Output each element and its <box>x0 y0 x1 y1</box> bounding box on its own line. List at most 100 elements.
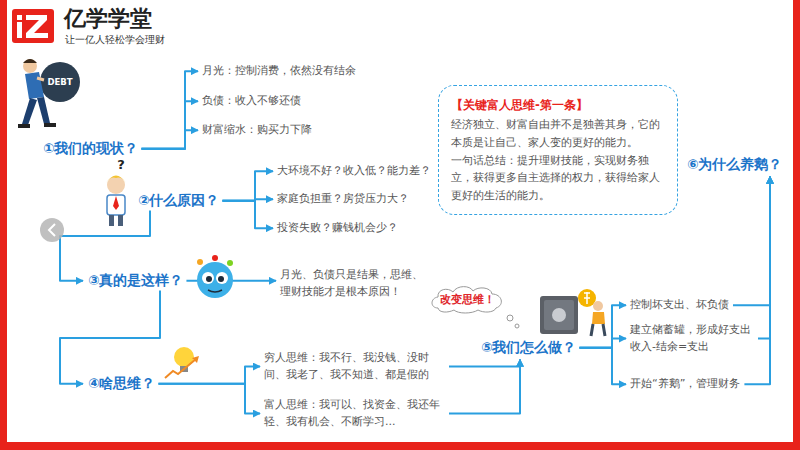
branch-item: 富人思维：我可以、找资金、我还年轻、我有机会、不断学习... <box>262 397 447 430</box>
step-title: ④啥思维？ <box>88 375 155 393</box>
flow-arrow <box>579 339 626 348</box>
robot-eye <box>202 272 214 284</box>
step-title: ⑤我们怎么做？ <box>481 339 576 357</box>
robot-dot <box>197 259 203 265</box>
branch-text: 富人思维：我可以、找资金、我还年轻、我有机会、不断学习... <box>264 397 445 430</box>
robot-face <box>197 262 233 298</box>
man-body <box>25 72 44 99</box>
branch-item: 投资失败？赚钱机会少？ <box>275 220 400 237</box>
branch-text: 财富缩水：购买力下降 <box>202 122 312 139</box>
step-heading: ①我们的现状？ <box>40 139 141 159</box>
branch-text: 大环境不好？收入低？能力差？ <box>277 163 431 180</box>
branch-text: 投资失败？赚钱机会少？ <box>277 220 398 237</box>
flow-arrow <box>579 348 626 384</box>
rising-arrow <box>192 356 199 363</box>
robot-dot <box>227 260 233 266</box>
note-text: 【关键富人思维-第一条】 <box>451 96 665 114</box>
branch-item: 财富缩水：购买力下降 <box>200 122 314 139</box>
frame-bar <box>0 442 800 450</box>
person-hair <box>106 176 126 184</box>
flow-arrow <box>222 201 273 228</box>
robot-eye <box>216 272 228 284</box>
flow-arrow <box>449 360 520 414</box>
step-title: ②什么原因？ <box>138 192 219 210</box>
flow-arrow <box>141 130 198 149</box>
flow-arrow <box>60 291 160 384</box>
flow-arrow <box>733 177 770 306</box>
carousel-button <box>40 218 64 242</box>
branch-item: 月光、负债只是结果，思维、理财技能才是根本原因！ <box>278 267 428 300</box>
man-leg <box>37 97 50 124</box>
question-mark: ? <box>117 157 125 173</box>
step-title: ⑥为什么养鹅？ <box>687 156 782 174</box>
branch-text: 开始“养鹅”，管理财务 <box>630 376 740 393</box>
flow-arrow <box>158 384 260 414</box>
logo-mark <box>12 9 54 43</box>
safe-door <box>544 300 574 330</box>
man-shoe <box>44 123 56 127</box>
flow-arrow <box>60 211 150 281</box>
note-box: 【关键富人思维-第一条】经济独立、财富自由并不是独善其身，它的本质是让自己、家人… <box>438 85 678 215</box>
step-heading: ④啥思维？ <box>85 374 158 394</box>
cloud-text: 改变思维！ <box>440 292 495 307</box>
branch-text: 控制坏支出、坏负债 <box>630 297 729 314</box>
worker-leg <box>591 324 605 336</box>
branch-item: 家庭负担重？房贷压力大？ <box>275 191 411 208</box>
note-text: 经济独立、财富自由并不是独善其身，它的本质是让自己、家人变的更好的能力。 <box>451 116 665 151</box>
step-heading: ②什么原因？ <box>135 191 222 211</box>
logo-mark <box>17 15 22 20</box>
branch-text: 月光：控制消费，依然没有结余 <box>202 63 356 80</box>
carousel-chevron <box>49 224 55 236</box>
branch-item: 大环境不好？收入低？能力差？ <box>275 163 433 180</box>
step-title: ③真的是这样？ <box>88 272 183 290</box>
flow-arrow <box>141 101 198 149</box>
worker-head <box>593 301 603 311</box>
robot-pupil <box>218 276 224 282</box>
brand-name: 亿学学堂 <box>64 6 152 32</box>
flow-arrow <box>579 305 626 348</box>
branch-text: 月光、负债只是结果，思维、理财技能才是根本原因！ <box>280 267 426 300</box>
branch-text: 负债：收入不够还债 <box>202 93 301 110</box>
debt-ball <box>40 62 80 102</box>
person-head <box>107 176 125 194</box>
note-text: 一句话总结：提升理财技能，实现财务独立，获得更多自主选择的权力，获得给家人更好的… <box>451 152 665 205</box>
ball-label: DEBT <box>47 77 72 87</box>
branch-item: 控制坏支出、坏负债 <box>628 297 731 314</box>
safe <box>540 296 578 334</box>
flow-arrow <box>222 171 273 201</box>
robot-pupil <box>206 276 212 282</box>
person-tie <box>113 196 119 210</box>
flow-arrow <box>758 177 770 339</box>
branch-text: 穷人思维：我不行、我没钱、没时间、我老了、我不知道、都是假的 <box>264 350 445 383</box>
frame-bar <box>793 0 800 450</box>
branch-item: 负债：收入不够还债 <box>200 93 303 110</box>
person-leg <box>109 215 114 226</box>
man-arm <box>37 78 44 80</box>
step-heading: ⑥为什么养鹅？ <box>684 155 785 175</box>
step-title: ①我们的现状？ <box>43 140 138 158</box>
person-leg <box>118 215 123 226</box>
step-heading: ⑤我们怎么做？ <box>478 338 579 358</box>
branch-item: 穷人思维：我不行、我没钱、没时间、我老了、我不知道、都是假的 <box>262 350 447 383</box>
branch-text: 家庭负担重？房贷压力大？ <box>277 191 409 208</box>
man-shoe <box>18 124 30 128</box>
cloud-outline <box>432 287 501 313</box>
logo-mark <box>26 15 48 38</box>
cloud-dot <box>507 315 513 321</box>
brand-slogan: 让一亿人轻松学会理财 <box>65 34 165 46</box>
flow-arrow <box>744 177 770 385</box>
safe-dial <box>552 308 566 322</box>
branch-item: 月光：控制消费，依然没有结余 <box>200 63 358 80</box>
man-leg <box>22 98 37 125</box>
branch-item: 开始“养鹅”，管理财务 <box>628 376 742 393</box>
branch-text: 建立储蓄罐，形成好支出 收入-结余=支出 <box>630 322 754 355</box>
rising-arrow <box>165 359 196 378</box>
flow-arrow <box>141 71 198 149</box>
logo-mark <box>17 22 22 38</box>
branch-item: 建立储蓄罐，形成好支出 收入-结余=支出 <box>628 322 756 355</box>
robot-dot <box>212 255 218 261</box>
robot-mouth <box>208 290 222 292</box>
person-body <box>107 195 125 215</box>
cloud-dot <box>515 324 519 328</box>
